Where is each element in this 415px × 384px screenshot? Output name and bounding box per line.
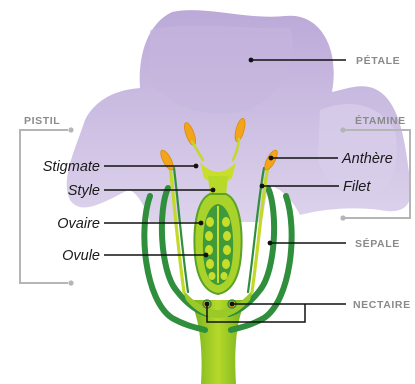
label-sepale: SÉPALE (355, 237, 400, 250)
label-style: Style (68, 183, 100, 199)
leader-ovule (104, 253, 208, 258)
label-pistil: PISTIL (24, 115, 60, 127)
label-stigmate: Stigmate (43, 159, 100, 175)
leader-sepale (268, 241, 346, 246)
label-ovaire: Ovaire (57, 216, 100, 232)
label-etamine: ÉTAMINE (355, 114, 406, 127)
label-petale: PÉTALE (356, 54, 400, 67)
label-ovule: Ovule (62, 248, 100, 264)
label-filet: Filet (343, 179, 371, 195)
label-anthere: Anthère (341, 151, 393, 167)
label-nectaire: NECTAIRE (353, 299, 411, 311)
